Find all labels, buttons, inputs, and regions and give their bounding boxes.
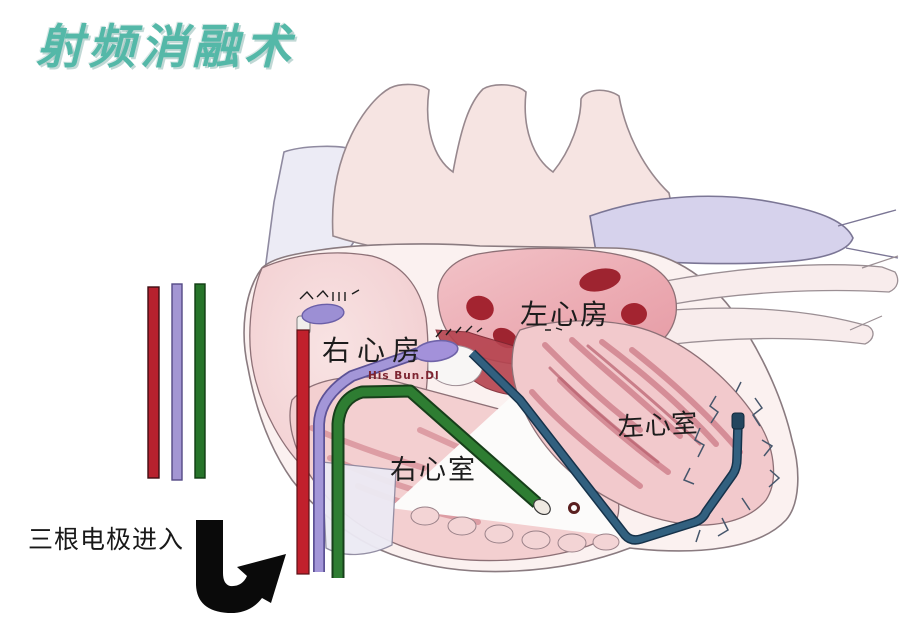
blue-catheter bbox=[468, 349, 745, 545]
entry-caption: 三根电极进入 bbox=[28, 525, 185, 554]
rv-ablation-dot bbox=[568, 502, 580, 514]
pulmonary-vein-ostia bbox=[466, 268, 647, 349]
electrode-green-bar bbox=[194, 283, 206, 479]
pulmonary-veins bbox=[659, 255, 899, 346]
entry-arrow bbox=[196, 520, 286, 614]
label-left-ventricle: 左心室 bbox=[617, 409, 699, 443]
label-right-atrium: 右心房 bbox=[322, 334, 427, 367]
green-catheter-tip bbox=[533, 498, 551, 516]
lv-muscle-ridges bbox=[529, 337, 743, 489]
lv-muscle-cores bbox=[548, 344, 702, 464]
signal-squiggles bbox=[299, 289, 563, 338]
label-left-atrium: 左心房 bbox=[520, 298, 610, 331]
green-catheter bbox=[331, 384, 551, 578]
purple-catheter bbox=[313, 339, 459, 572]
rv-cavity bbox=[390, 396, 628, 553]
electrode-red-bar bbox=[147, 286, 160, 479]
label-right-ventricle: 右心室 bbox=[390, 455, 477, 486]
trabeculae-scallops bbox=[410, 506, 620, 553]
electrode-bars bbox=[147, 283, 206, 481]
label-his-bundle: His Bun.Dl bbox=[368, 370, 440, 382]
electrode-purple-bar bbox=[171, 283, 183, 481]
ablation-squiggles bbox=[682, 381, 781, 543]
red-catheter bbox=[296, 315, 311, 575]
sa-node-electrode bbox=[301, 303, 345, 325]
his-bundle-electrode bbox=[413, 339, 459, 363]
page-title: 射频消融术 bbox=[36, 20, 296, 75]
pulmonary-artery-branch bbox=[589, 195, 899, 265]
blue-catheter-tip bbox=[731, 412, 745, 430]
